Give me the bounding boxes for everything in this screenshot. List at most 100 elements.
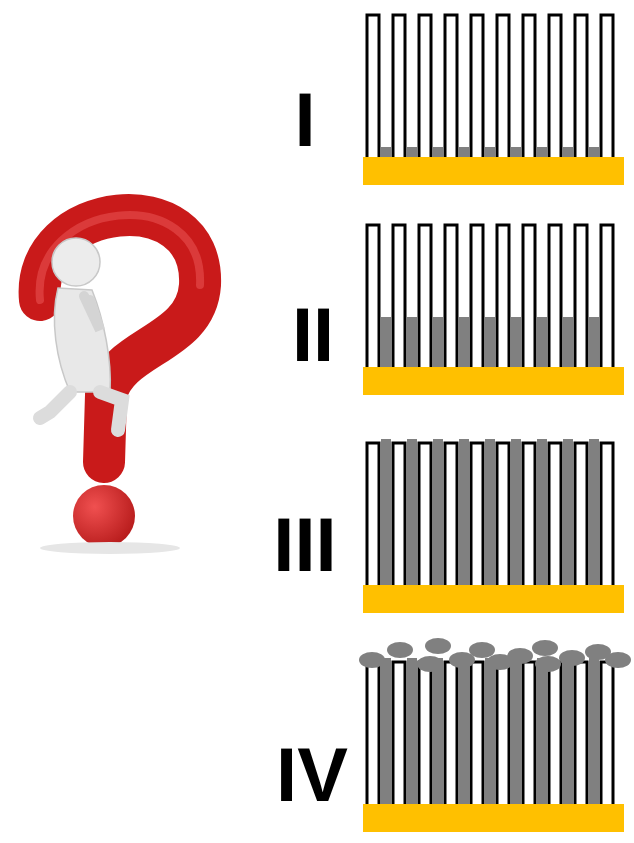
deposit <box>563 439 573 585</box>
pore-wall <box>497 15 509 157</box>
deposit <box>459 439 469 585</box>
overgrowth <box>387 642 413 658</box>
pore-wall <box>445 15 457 157</box>
pore-wall <box>445 225 457 367</box>
pore-wall <box>497 225 509 367</box>
template-panels <box>359 15 631 832</box>
overgrowth <box>469 642 495 658</box>
deposit <box>485 317 495 367</box>
deposit <box>381 658 391 804</box>
deposit <box>433 439 443 585</box>
pore-wall <box>549 443 561 585</box>
pore-wall <box>471 443 483 585</box>
deposit <box>433 317 443 367</box>
pore-wall <box>393 443 405 585</box>
deposit <box>589 658 599 804</box>
gold-substrate <box>363 585 624 613</box>
pore-wall <box>419 15 431 157</box>
deposit <box>511 147 521 157</box>
pore-wall <box>575 662 587 804</box>
deposit <box>589 147 599 157</box>
pore-wall <box>445 662 457 804</box>
pore-wall <box>523 662 535 804</box>
overgrowth <box>532 640 558 656</box>
pore-wall <box>549 225 561 367</box>
deposit <box>459 317 469 367</box>
deposit <box>407 147 417 157</box>
template-panel <box>359 638 631 832</box>
deposit <box>381 147 391 157</box>
deposit <box>459 658 469 804</box>
thinking-figure <box>40 238 122 430</box>
template-panel <box>363 15 624 185</box>
gold-substrate <box>363 367 624 395</box>
deposit <box>511 317 521 367</box>
pore-wall <box>367 662 379 804</box>
pore-wall <box>393 662 405 804</box>
deposit <box>433 147 443 157</box>
deposit <box>485 147 495 157</box>
pore-wall <box>523 225 535 367</box>
deposit <box>563 147 573 157</box>
pore-wall <box>367 443 379 585</box>
deposit <box>563 658 573 804</box>
deposit <box>511 439 521 585</box>
deposit <box>485 439 495 585</box>
deposit <box>511 658 521 804</box>
pore-wall <box>497 443 509 585</box>
pore-wall <box>523 15 535 157</box>
overgrowth <box>559 650 585 666</box>
overgrowth <box>507 648 533 664</box>
deposit <box>537 439 547 585</box>
gold-substrate <box>363 804 624 832</box>
deposit <box>485 658 495 804</box>
pore-wall <box>367 225 379 367</box>
pore-wall <box>601 443 613 585</box>
overgrowth <box>535 656 561 672</box>
pore-wall <box>393 15 405 157</box>
pore-wall <box>549 662 561 804</box>
panel-label: II <box>292 297 334 373</box>
deposit <box>381 439 391 585</box>
gold-substrate <box>363 157 624 185</box>
deposit <box>407 439 417 585</box>
pore-wall <box>419 225 431 367</box>
panel-label: I <box>294 82 315 158</box>
overgrowth <box>417 656 443 672</box>
pore-wall <box>549 15 561 157</box>
deposit <box>589 317 599 367</box>
deposit <box>433 658 443 804</box>
panel-label: IV <box>276 737 348 813</box>
pore-wall <box>601 662 613 804</box>
pore-wall <box>393 225 405 367</box>
pore-wall <box>497 662 509 804</box>
deposit <box>407 658 417 804</box>
pore-wall <box>471 662 483 804</box>
pore-wall <box>575 443 587 585</box>
overgrowth <box>359 652 385 668</box>
deposit <box>537 658 547 804</box>
deposit <box>589 439 599 585</box>
pore-wall <box>471 225 483 367</box>
overgrowth <box>449 652 475 668</box>
deposit <box>459 147 469 157</box>
overgrowth <box>425 638 451 654</box>
pore-wall <box>601 225 613 367</box>
pore-wall <box>367 15 379 157</box>
pore-wall <box>575 225 587 367</box>
pore-wall <box>575 15 587 157</box>
pore-wall <box>445 443 457 585</box>
deposit <box>537 147 547 157</box>
pore-wall <box>601 15 613 157</box>
question-mark <box>40 215 201 554</box>
deposit <box>537 317 547 367</box>
pore-wall <box>419 443 431 585</box>
template-panel <box>363 439 624 613</box>
panel-label: III <box>273 507 336 583</box>
pore-wall <box>419 662 431 804</box>
overgrowth <box>605 652 631 668</box>
deposit <box>381 317 391 367</box>
deposit <box>407 317 417 367</box>
template-panel <box>363 225 624 395</box>
